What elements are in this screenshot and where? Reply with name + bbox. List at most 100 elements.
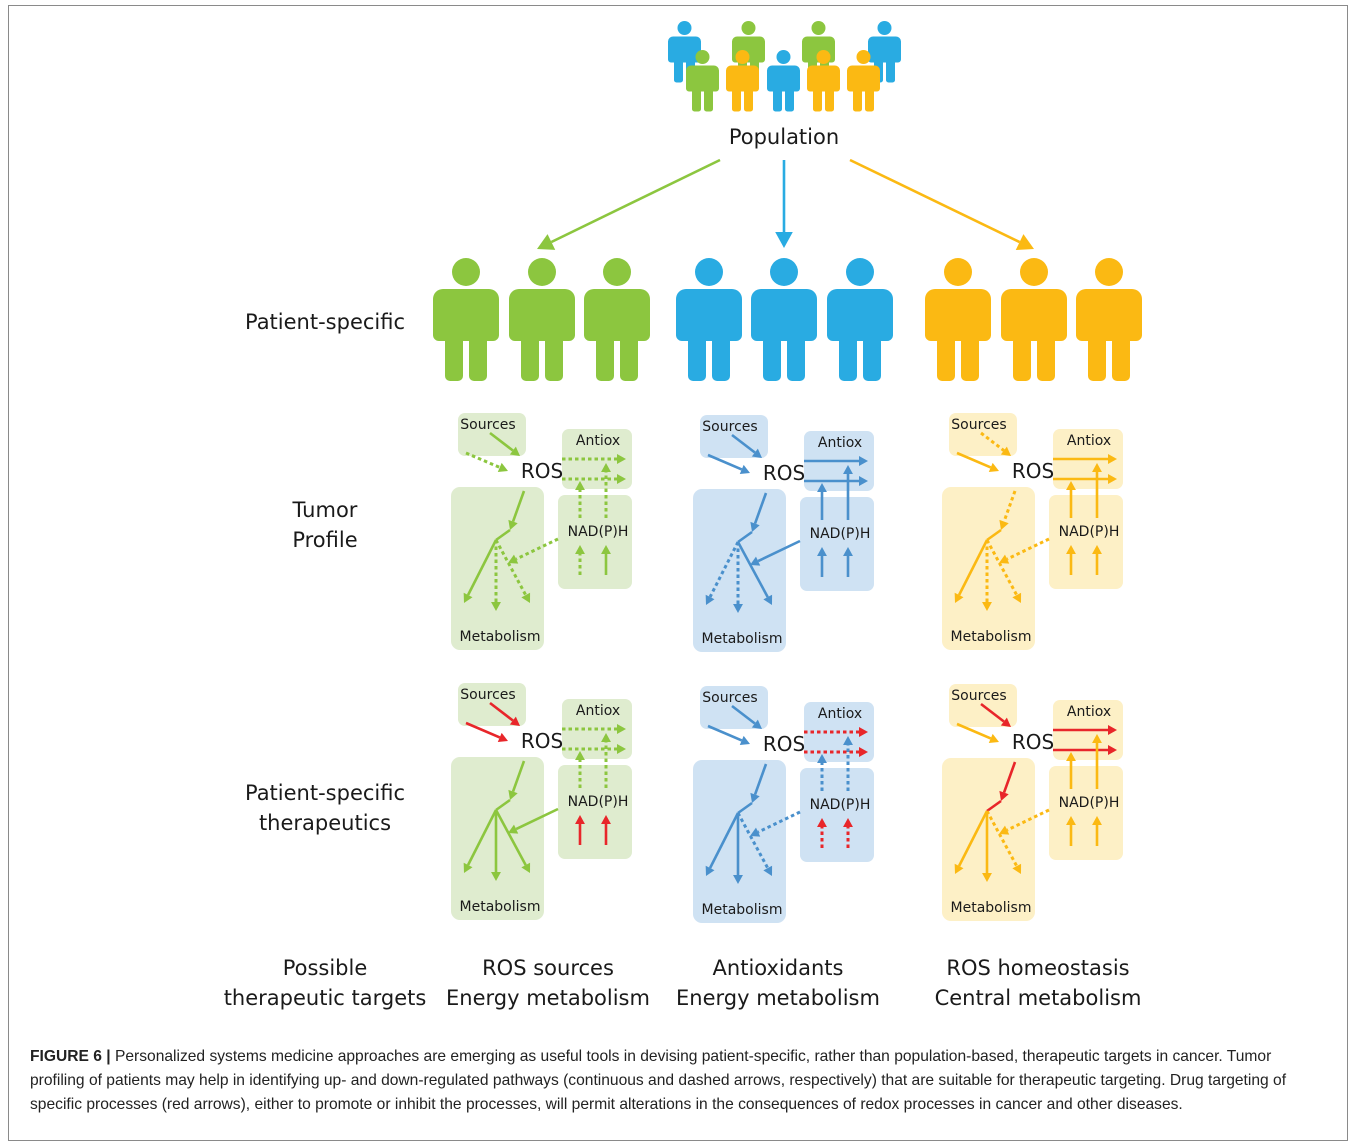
metabolism-branch-1 [705, 812, 740, 876]
yellow-patient-icon [925, 258, 991, 381]
metabolism-box [451, 757, 544, 920]
ros-antiox-arrow-2 [804, 747, 868, 757]
nadph-input-arrow-2 [1092, 816, 1102, 846]
antiox-label: Antiox [576, 433, 620, 449]
caption-text: Personalized systems medicine approaches… [30, 1048, 1287, 1113]
nadph-input-arrow-1 [575, 545, 585, 575]
source-ros-arrow-1 [707, 453, 750, 475]
ros-antiox-arrow-2 [1053, 745, 1117, 755]
metabolism-branch-3 [494, 539, 531, 603]
ros-label: ROS [1012, 459, 1054, 483]
yellow-patient-icon [1076, 258, 1142, 381]
nadph-box [800, 768, 874, 862]
metabolism-label: Metabolism [702, 902, 783, 918]
nadph-input-arrow-1 [575, 815, 585, 845]
nadph-metabolism-arrow [999, 808, 1050, 835]
target-3-line1: ROS homeostasis [946, 956, 1129, 980]
redox-diagram: Population Patient-specific Tumor Profil… [224, 21, 1142, 1010]
target-1-line1: ROS sources [482, 956, 614, 980]
row-label-therapeutics-1: Patient-specific [245, 781, 405, 805]
metabolism-branch-2 [733, 813, 743, 884]
nadph-input-arrow-1 [1066, 545, 1076, 575]
source-ros-arrow-1 [465, 451, 508, 473]
ros-label: ROS [1012, 730, 1054, 754]
metabolism-label: Metabolism [951, 629, 1032, 645]
nadph-input-arrow-2 [843, 547, 853, 577]
metabolism-branch-2 [733, 542, 743, 613]
nadph-antiox-arrow-2 [843, 736, 853, 791]
metabolism-branch-2 [982, 811, 992, 882]
ros-metabolism-arrow [999, 761, 1017, 801]
metabolism-label: Metabolism [702, 631, 783, 647]
nadph-metabolism-arrow [508, 807, 559, 834]
nadph-label: NAD(P)H [1059, 795, 1120, 811]
nadph-label: NAD(P)H [568, 524, 629, 540]
figure-frame [8, 5, 1348, 1141]
sources-label: Sources [460, 417, 515, 433]
nadph-input-arrow-2 [601, 545, 611, 575]
nadph-input-arrow-1 [817, 547, 827, 577]
nadph-label: NAD(P)H [568, 794, 629, 810]
ros-label: ROS [763, 732, 805, 756]
arrow-to-green-group [537, 158, 721, 250]
metabolism-box [942, 758, 1035, 921]
row-label-tumor: Tumor [292, 498, 358, 522]
source-ros-arrow-1 [465, 721, 508, 743]
nadph-box [1049, 495, 1123, 589]
ros-antiox-arrow-2 [562, 744, 626, 754]
row-label-patient-specific: Patient-specific [245, 310, 405, 334]
nadph-box [800, 497, 874, 591]
nadph-antiox-arrow-1 [575, 751, 585, 788]
metabolism-branch-2 [491, 810, 501, 881]
nadph-label: NAD(P)H [810, 526, 871, 542]
target-2-line2: Energy metabolism [676, 986, 880, 1010]
metabolism-branch-3 [736, 541, 773, 605]
source-ros-arrow-2 [980, 431, 1011, 456]
population-label: Population [729, 125, 839, 149]
metabolism-branch-2 [491, 540, 501, 611]
antiox-label: Antiox [818, 435, 862, 451]
target-3-line2: Central metabolism [935, 986, 1142, 1010]
metabolism-label: Metabolism [951, 900, 1032, 916]
nadph-antiox-arrow-2 [601, 463, 611, 518]
arrow-to-yellow-group [849, 158, 1034, 250]
nadph-box [1049, 766, 1123, 860]
green-patient-icon [433, 258, 499, 381]
row-label-targets-1: Possible [283, 956, 368, 980]
patient-groups [433, 258, 1142, 381]
nadph-label: NAD(P)H [810, 797, 871, 813]
population-arrows [537, 158, 1034, 250]
source-ros-arrow-1 [956, 722, 999, 744]
nadph-metabolism-arrow [999, 537, 1050, 564]
blue-patient-icon [751, 258, 817, 381]
sources-label: Sources [951, 688, 1006, 704]
nadph-input-arrow-2 [1092, 545, 1102, 575]
yellow-patient-icon [1001, 258, 1067, 381]
metabolism-branch-3 [736, 812, 773, 876]
metabolism-branch-3 [985, 810, 1022, 874]
antiox-label: Antiox [1067, 433, 1111, 449]
antiox-label: Antiox [576, 703, 620, 719]
metabolism-branch-1 [463, 539, 498, 603]
row-label-targets-2: therapeutic targets [224, 986, 427, 1010]
ros-metabolism-arrow [508, 760, 526, 800]
caption-label: FIGURE 6 | [30, 1048, 111, 1065]
ros-antiox-arrow-1 [562, 454, 626, 464]
sources-label: Sources [702, 690, 757, 706]
ros-antiox-arrow-1 [1053, 725, 1117, 735]
target-1-line2: Energy metabolism [446, 986, 650, 1010]
nadph-antiox-arrow-1 [817, 483, 827, 520]
ros-metabolism-arrow [999, 490, 1017, 530]
metabolism-branch-2 [982, 540, 992, 611]
sources-label: Sources [702, 419, 757, 435]
source-ros-arrow-1 [956, 451, 999, 473]
nadph-input-arrow-1 [817, 818, 827, 848]
nadph-metabolism-arrow [508, 537, 559, 564]
green-patient-icon [584, 258, 650, 381]
ros-metabolism-arrow [750, 763, 768, 803]
